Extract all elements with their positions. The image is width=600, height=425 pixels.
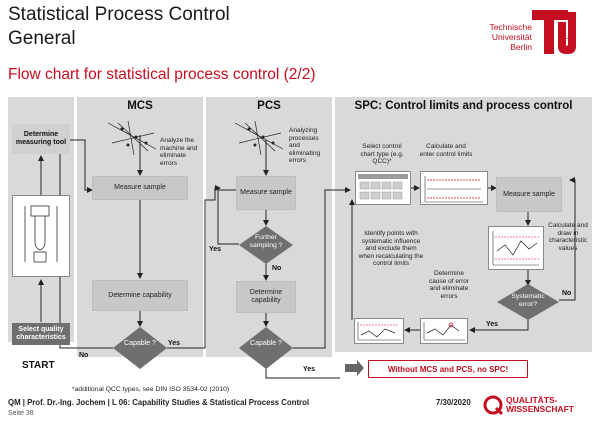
footnote: *additional QCC types, see DIN ISO 3534-… xyxy=(72,386,230,393)
pcs-capability-box: Determine capability xyxy=(236,281,296,313)
control-chart-icon xyxy=(492,231,539,266)
spc-decision-diamond xyxy=(497,284,559,320)
footer-text: QM | Prof. Dr.-Ing. Jochem | L 06: Capab… xyxy=(8,398,309,407)
mcs-decision-diamond xyxy=(113,327,167,369)
chart-selection-icon xyxy=(358,174,408,200)
spc-error-chart xyxy=(420,318,468,344)
page-title: Statistical Process Control xyxy=(8,4,230,25)
footer-page: Seite 38 xyxy=(8,410,34,417)
spc-select-chart-label: Select control chart type (e.g. QCC)* xyxy=(360,143,404,165)
tu-logo-icon xyxy=(532,10,576,54)
spc-decision-label: Systematic error? xyxy=(511,293,545,308)
spc-identify-label: Identify points with systematic influenc… xyxy=(358,230,424,267)
footer-date: 7/30/2020 xyxy=(436,398,471,407)
mcs-heading: MCS xyxy=(127,100,153,112)
spc-calc-draw-label: Calculate and draw in characteristic val… xyxy=(548,222,588,252)
select-quality-box: Select quality characteristics xyxy=(12,323,70,345)
error-chart-icon xyxy=(423,322,465,341)
spc-panel xyxy=(335,97,592,352)
pcs-further-label: Further sampling ? xyxy=(249,234,283,249)
spc-calc-limits-label: Calculate and enter control limits xyxy=(419,143,473,158)
mcs-decision-label: Capable ? xyxy=(124,340,156,347)
control-limits-icon xyxy=(424,176,483,203)
start-label: START xyxy=(22,360,55,371)
pcs-panel xyxy=(206,97,332,357)
mcs-measure-box: Measure sample xyxy=(92,176,188,200)
spc-limits-window xyxy=(420,171,488,205)
pcs-decision-label: Capable ? xyxy=(250,340,282,347)
qw-logo-icon xyxy=(483,395,504,416)
gauge-icon xyxy=(24,205,58,263)
conclusion-box: Without MCS and PCS, no SPC! xyxy=(368,360,528,378)
spc-no-label: No xyxy=(562,290,572,297)
pcs-yes-label: Yes xyxy=(303,366,316,373)
mcs-yes-label: Yes xyxy=(168,340,181,347)
spc-draw-chart xyxy=(488,226,544,270)
pcs-note: Analyzing processes and eliminating erro… xyxy=(289,127,321,164)
spc-recalc-chart xyxy=(354,318,404,344)
qw-logo-text: QUALITÄTS- WISSENSCHAFT xyxy=(506,395,574,414)
mcs-no-label: No xyxy=(79,352,89,359)
slide-subtitle: Flow chart for statistical process contr… xyxy=(8,66,316,83)
spc-measure-box: Measure sample xyxy=(496,177,562,212)
determine-tool-box: Determine measuring tool xyxy=(12,124,70,154)
pcs-chart-icon xyxy=(234,120,284,156)
mcs-chart-icon xyxy=(107,120,157,156)
spc-determine-cause-label: Determine cause of error and eliminate e… xyxy=(428,270,470,300)
gauge-drawing xyxy=(12,195,70,277)
spc-chart-type-window xyxy=(355,171,411,205)
pcs-decision-diamond xyxy=(239,327,293,369)
pcs-heading: PCS xyxy=(257,100,281,112)
pcs-measure-box: Measure sample xyxy=(236,176,296,210)
spc-yes-label: Yes xyxy=(486,321,499,328)
mcs-capability-box: Determine capability xyxy=(92,280,188,311)
recalc-chart-icon xyxy=(357,322,401,341)
pcs-further-yes: Yes xyxy=(209,246,222,253)
mcs-note: Analyze the machine and eliminate errors xyxy=(160,137,198,167)
pcs-further-diamond xyxy=(239,226,293,264)
page-title-sub: General xyxy=(8,28,76,49)
pcs-further-no: No xyxy=(272,265,282,272)
spc-heading: SPC: Control limits and process control xyxy=(354,100,573,112)
